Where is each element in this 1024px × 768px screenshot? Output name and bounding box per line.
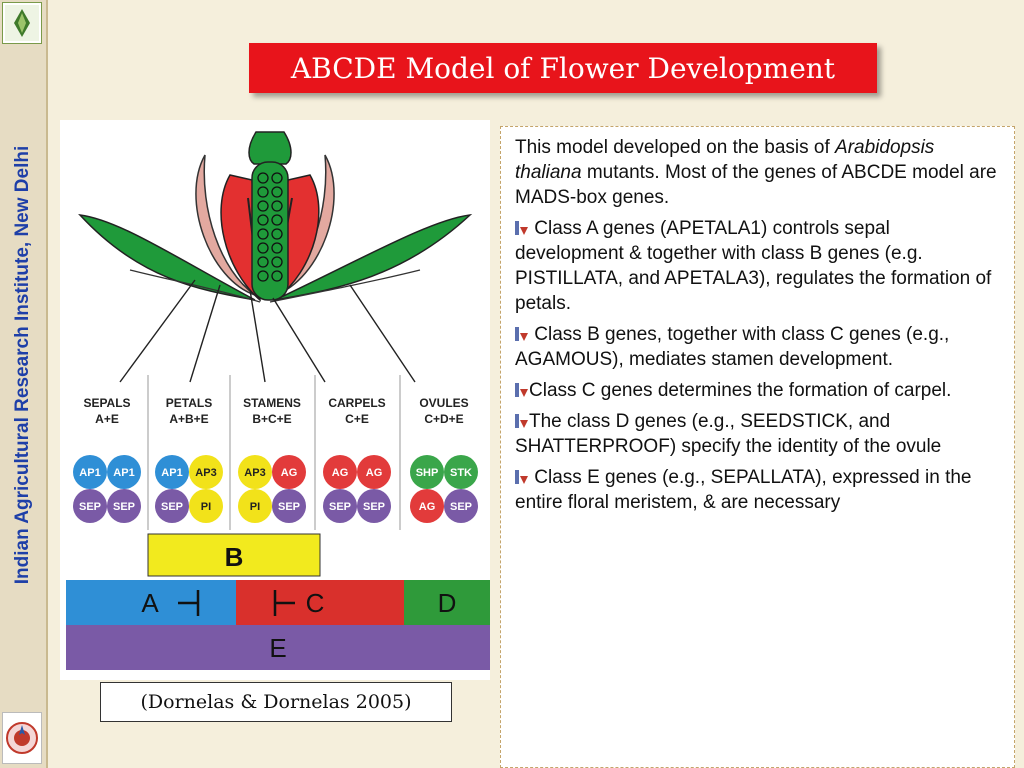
gene-label: AG [419,501,436,513]
emblem-logo [2,712,42,764]
gene-label: SEP [363,501,385,513]
gene-circle [73,455,107,489]
gene-label: SEP [79,501,101,513]
gene-label: PI [250,501,260,513]
organ-label: STAMENS [243,396,301,410]
gene-label: AP3 [195,467,216,479]
organ-label: SEPALS [83,396,130,410]
gene-circle [444,455,478,489]
bullet-item: Class B genes, together with class C gen… [515,322,1000,372]
gene-label: AG [366,467,383,479]
bar-label-d: D [438,588,457,618]
institute-logo [2,2,42,44]
gene-circle [410,455,444,489]
gene-label: AP1 [161,467,182,479]
species-name: Arabidopsis thaliana [515,137,935,183]
bullet-text: The class D genes (e.g., SEEDSTICK, and … [515,411,942,457]
bar-label-a: A [141,588,159,618]
sidebar: Indian Agricultural Research Institute, … [0,0,48,768]
gene-circle [410,489,444,523]
gene-label: STK [450,467,472,479]
intro-paragraph: This model developed on the basis of Ara… [515,135,1000,210]
gene-circle [107,489,141,523]
bullet-arrow-icon [515,221,528,235]
gene-label: AG [332,467,349,479]
organ-label: OVULES [419,396,468,410]
gene-label: AP1 [79,467,100,479]
gene-label: SEP [329,501,351,513]
intro-text-2: mutants. Most of the genes of ABCDE mode… [515,162,997,208]
gene-circle [444,489,478,523]
bullet-item: Class C genes determines the formation o… [515,378,1000,403]
slide-title: ABCDE Model of Flower Development [249,43,877,93]
gene-label: SEP [278,501,300,513]
organ-genes: A+E [95,412,119,426]
description-textbox: This model developed on the basis of Ara… [500,126,1015,768]
gene-circle [272,455,306,489]
gene-circle [323,455,357,489]
citation: (Dornelas & Dornelas 2005) [100,682,452,722]
organ-genes: B+C+E [252,412,291,426]
bullet-text: Class A genes (APETALA1) controls sepal … [515,218,992,314]
gene-label: SEP [450,501,472,513]
gene-label: SEP [161,501,183,513]
gene-circle [189,455,223,489]
gene-label: AP1 [113,467,134,479]
bar-label-b: B [225,542,244,572]
bullet-arrow-icon [515,414,528,428]
institute-vertical-label: Indian Agricultural Research Institute, … [12,145,33,585]
gene-circle [189,489,223,523]
organ-genes: C+E [345,412,369,426]
gene-circle [107,455,141,489]
gene-label: SEP [113,501,135,513]
intro-text-1: This model developed on the basis of [515,137,836,158]
bullet-arrow-icon [515,470,528,484]
organ-label: PETALS [166,396,212,410]
gene-label: AP3 [244,467,265,479]
gene-label: PI [201,501,211,513]
bullet-item: Class A genes (APETALA1) controls sepal … [515,216,1000,316]
bar-label-e: E [269,633,286,663]
gene-circle [238,455,272,489]
bullet-text: Class E genes (e.g., SEPALLATA), express… [515,467,972,513]
bullet-item: The class D genes (e.g., SEEDSTICK, and … [515,409,1000,459]
gene-circle [357,489,391,523]
gene-circle [73,489,107,523]
gene-circle [272,489,306,523]
organ-genes: C+D+E [424,412,463,426]
gene-circle [323,489,357,523]
gene-circle [155,455,189,489]
bullet-arrow-icon [515,383,528,397]
bullet-item: Class E genes (e.g., SEPALLATA), express… [515,465,1000,515]
gene-label: SHP [416,467,439,479]
gene-circle [238,489,272,523]
gene-circle [357,455,391,489]
bullet-text: Class C genes determines the formation o… [529,380,952,401]
gene-label: AG [281,467,298,479]
gene-circle [155,489,189,523]
organ-label: CARPELS [328,396,385,410]
bar-label-c: C [306,588,325,618]
flower-illustration [78,131,473,303]
bullet-text: Class B genes, together with class C gen… [515,324,950,370]
bullet-arrow-icon [515,327,528,341]
organ-genes: A+B+E [169,412,208,426]
